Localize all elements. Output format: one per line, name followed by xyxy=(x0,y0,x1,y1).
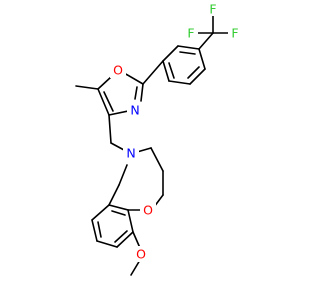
bond-aryl-3-inner xyxy=(168,62,175,79)
fluorine-top-label: F xyxy=(209,2,216,17)
bond-oxazole-c5-c4-inner xyxy=(103,91,114,112)
bond-aryl-to-oxazole xyxy=(142,60,164,85)
bond-aryl-3 xyxy=(162,60,170,82)
bond-aryl-6 xyxy=(198,48,206,70)
bond-c7-c6-inner xyxy=(97,221,102,238)
bond-c5a-c9a-inner xyxy=(111,210,126,216)
benzoxocine-oxygen-label: O xyxy=(143,203,153,218)
bond-c9a-c9 xyxy=(127,209,134,233)
bond-ch2-to-n xyxy=(110,142,125,151)
bond-oxazole-n3-c2 xyxy=(140,83,144,102)
oxazole-nitrogen-label: N xyxy=(130,103,139,118)
bond-c6-c5a-ring xyxy=(91,204,110,221)
bond-aryl-4 xyxy=(168,80,191,85)
molecule-structure-diagram: F F F O N N O O xyxy=(75,1,242,276)
bond-cf3-to-aryl xyxy=(198,32,214,50)
bond-methyl xyxy=(75,85,99,90)
bond-c9-c8-inner xyxy=(114,230,128,243)
bond-aryl-1 xyxy=(177,45,200,50)
oxazole-oxygen-label: O xyxy=(113,63,123,78)
bond-c6-c5a xyxy=(108,184,120,206)
amine-nitrogen-label: N xyxy=(126,146,135,161)
fluorine-right-label: F xyxy=(231,26,238,41)
bond-c4-c3 xyxy=(150,147,164,172)
bond-c9-o-methoxy xyxy=(132,231,141,249)
bond-aryl-1-inner xyxy=(179,51,196,55)
bond-aryl-5 xyxy=(189,68,206,85)
bond-oxazole-to-ch2 xyxy=(108,114,112,144)
bond-aryl-5-inner xyxy=(187,66,200,79)
bond-oxazole-c4-n3 xyxy=(108,110,129,116)
bond-c8-c7 xyxy=(96,240,118,248)
fluorine-left-label: F xyxy=(187,26,194,41)
bond-c7-c6 xyxy=(91,219,98,242)
atom-label-layer: F F F O N N O O xyxy=(110,2,242,262)
bond-n-to-c4 xyxy=(136,147,152,153)
bond-c9-c8 xyxy=(116,231,134,248)
bond-oxazole-o1-c5 xyxy=(97,76,112,90)
bond-n-to-c6 xyxy=(118,164,128,186)
bond-c5a-c9a xyxy=(108,204,129,211)
bond-o-methoxy-ch3 xyxy=(130,259,141,276)
bond-oxazole-n3-c2-inner xyxy=(134,86,138,100)
bond-oxazole-c5-c4 xyxy=(97,88,110,116)
bond-aryl-2 xyxy=(162,45,179,62)
bond-layer xyxy=(75,11,230,276)
methoxy-oxygen-label: O xyxy=(136,247,146,262)
bond-oxazole-c2-o1 xyxy=(123,72,144,85)
